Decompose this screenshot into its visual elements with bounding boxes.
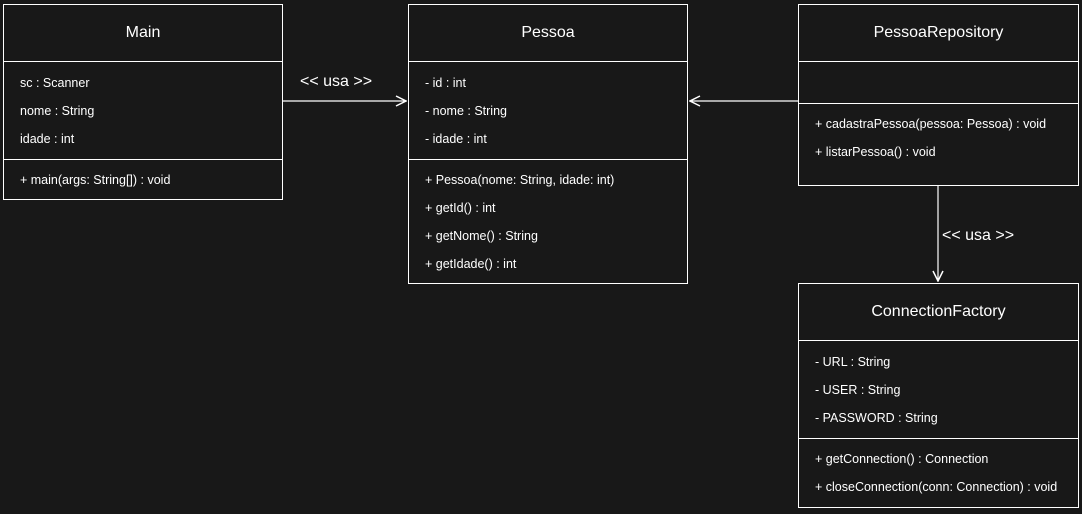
main-pessoa-relation-label: << usa >> [300,73,373,90]
attribute-row: - id : int [425,76,466,90]
class-connection-factory[interactable]: ConnectionFactory - URL : String - USER … [798,283,1079,508]
attribute-row: - PASSWORD : String [815,411,938,425]
class-main-methods: + main(args: String[]) : void [4,160,282,200]
method-row: + getIdade() : int [425,257,517,271]
class-pessoa-methods: + Pessoa(nome: String, idade: int) + get… [409,160,687,284]
attribute-row: - URL : String [815,355,891,369]
attribute-row: idade : int [20,132,75,146]
class-main[interactable]: Main sc : Scanner nome : String idade : … [3,4,283,200]
method-row: + getNome() : String [425,229,538,243]
repository-factory-relation-label: << usa >> [942,227,1015,244]
class-repository-title: PessoaRepository [799,5,1078,62]
attribute-row: - idade : int [425,132,487,146]
class-main-attributes: sc : Scanner nome : String idade : int [4,62,282,160]
class-pessoa-repository[interactable]: PessoaRepository + cadastraPessoa(pessoa… [798,4,1079,186]
attribute-row: - nome : String [425,104,507,118]
method-row: + getConnection() : Connection [815,452,989,466]
class-pessoa-title: Pessoa [409,5,687,62]
attribute-row: nome : String [20,104,95,118]
class-main-title: Main [4,5,282,62]
class-factory-methods: + getConnection() : Connection + closeCo… [799,439,1078,507]
method-row: + getId() : int [425,201,496,215]
class-repository-methods: + cadastraPessoa(pessoa: Pessoa) : void … [799,104,1078,186]
class-repository-attributes [799,62,1078,104]
method-row: + main(args: String[]) : void [20,173,171,187]
attribute-row: - USER : String [815,383,901,397]
method-row: + cadastraPessoa(pessoa: Pessoa) : void [815,117,1047,131]
method-row: + listarPessoa() : void [815,145,936,159]
attribute-row: sc : Scanner [20,76,90,90]
class-pessoa-attributes: - id : int - nome : String - idade : int [409,62,687,160]
class-factory-title: ConnectionFactory [799,284,1078,341]
method-row: + closeConnection(conn: Connection) : vo… [815,480,1058,494]
class-factory-attributes: - URL : String - USER : String - PASSWOR… [799,341,1078,439]
class-pessoa[interactable]: Pessoa - id : int - nome : String - idad… [408,4,688,284]
method-row: + Pessoa(nome: String, idade: int) [425,173,615,187]
